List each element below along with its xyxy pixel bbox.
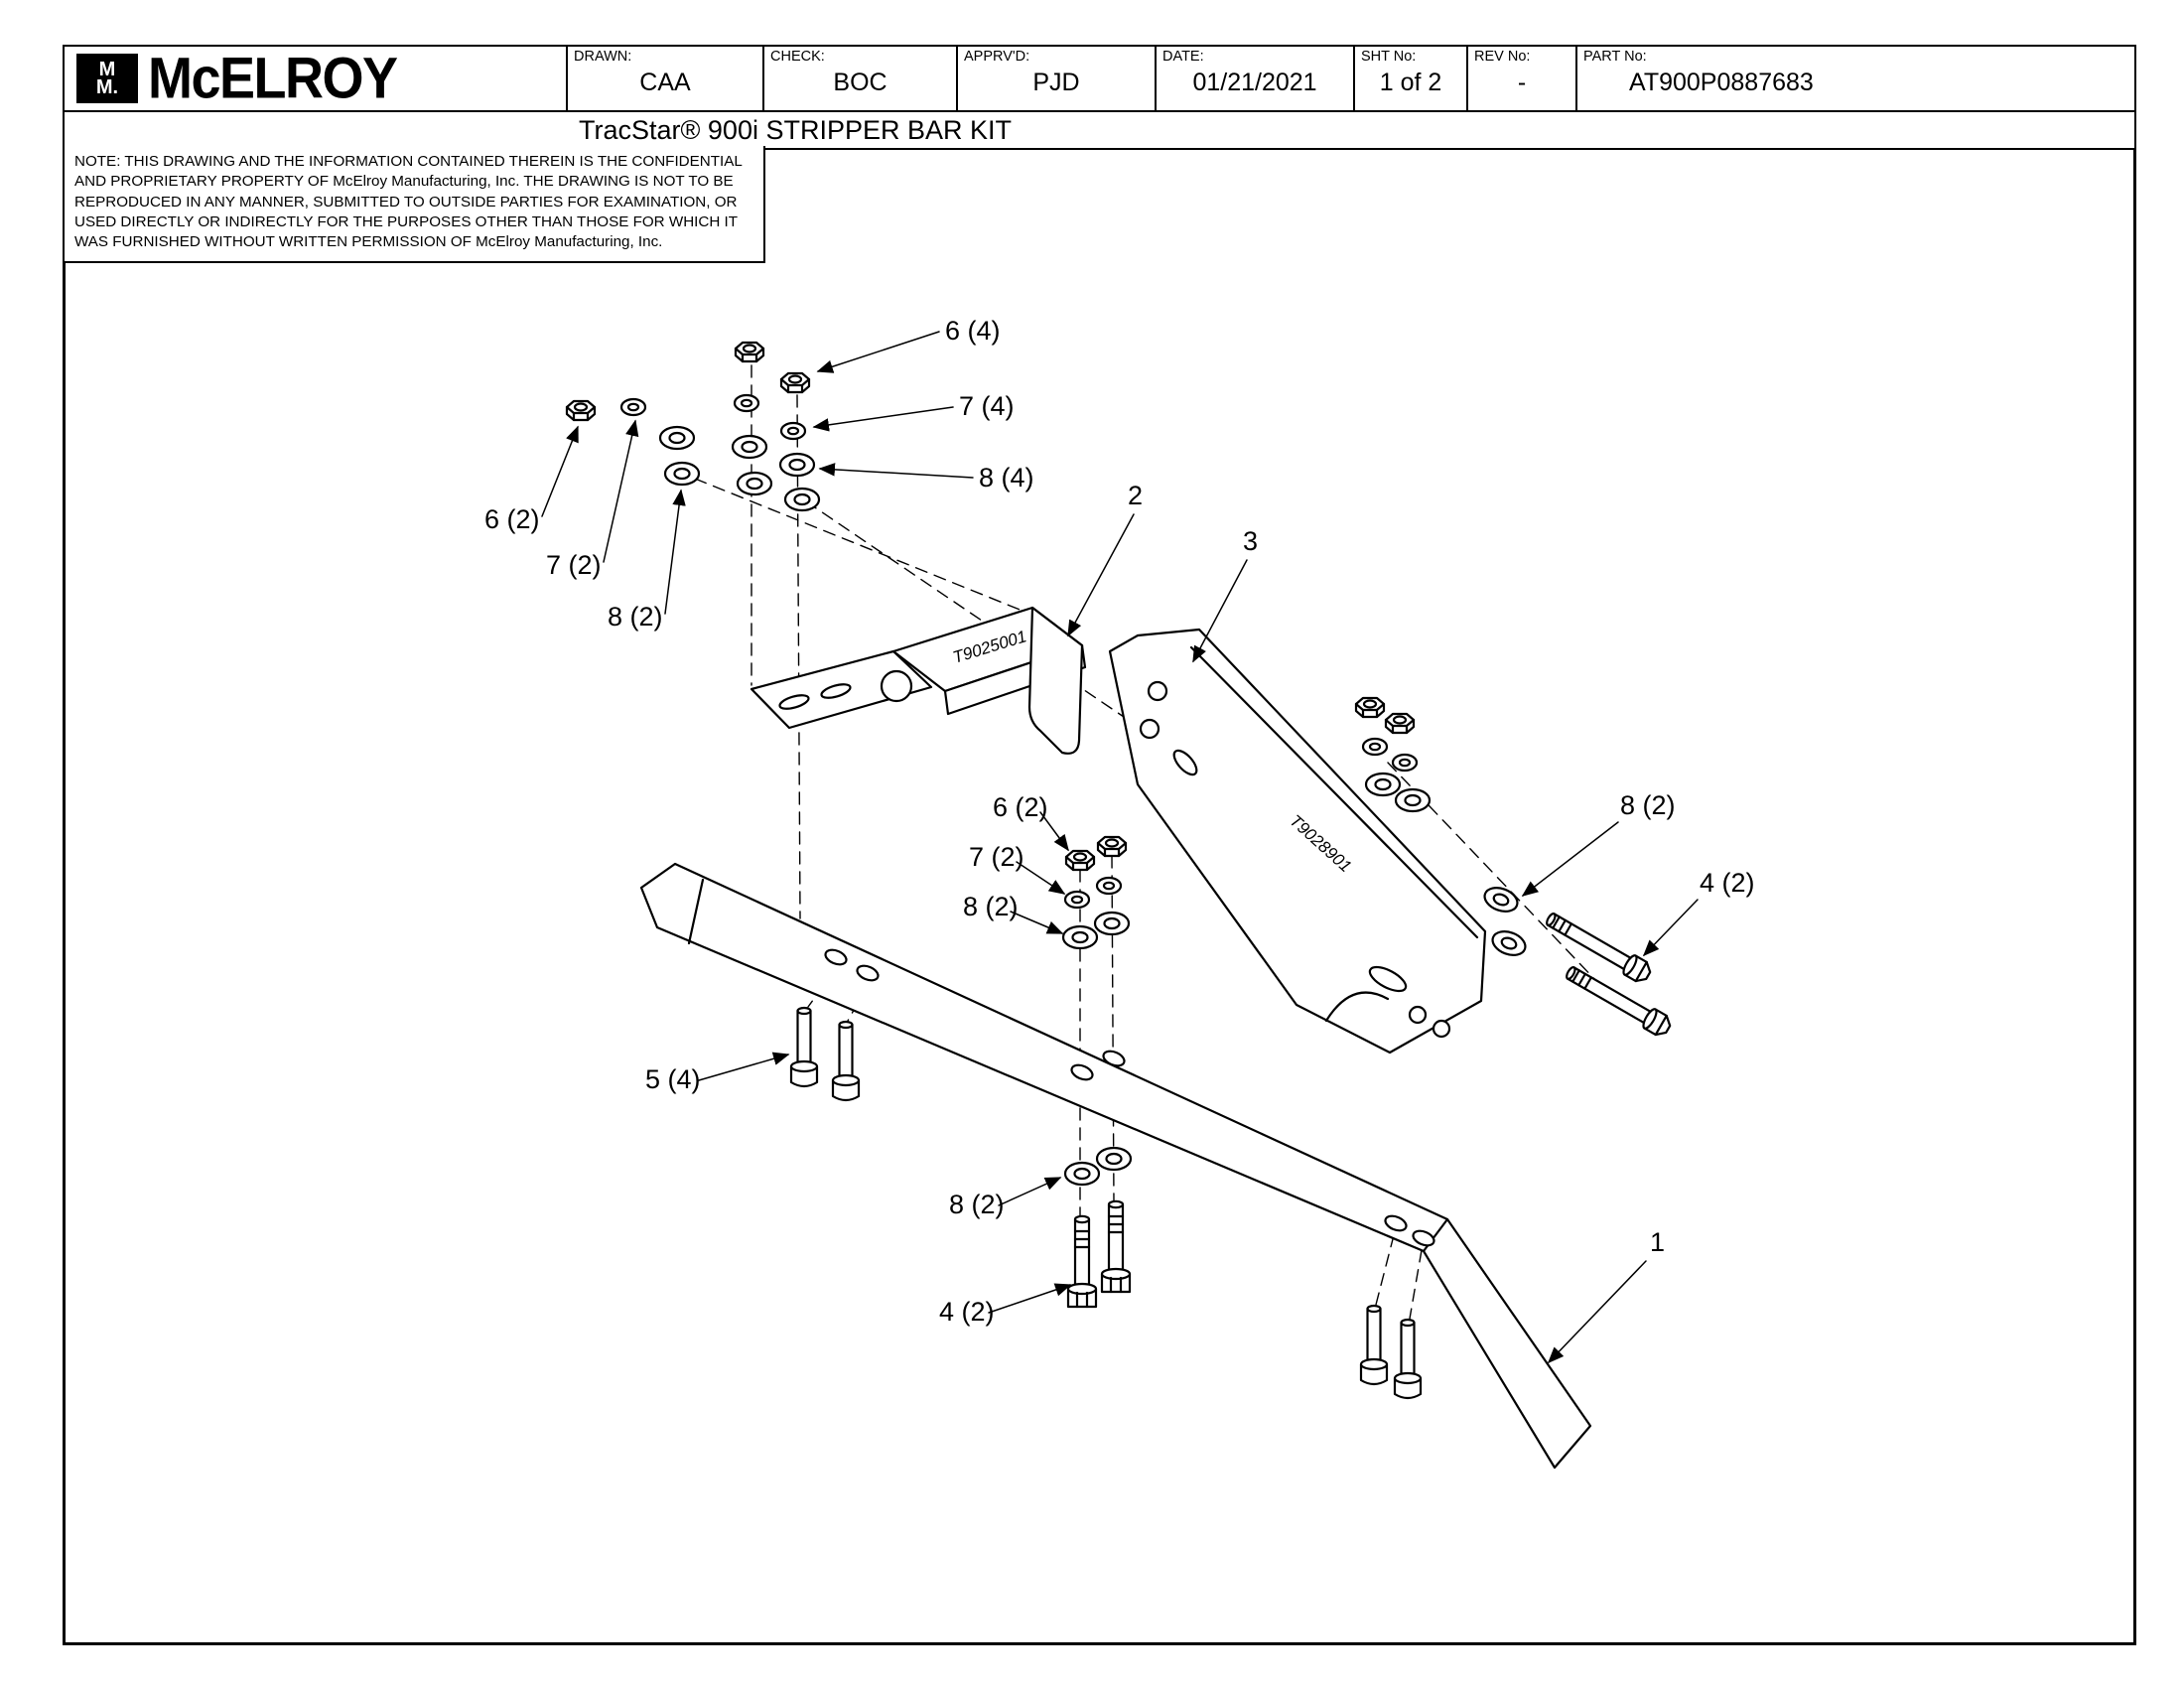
field-drawn-value: CAA [639,69,691,96]
callout-8-2-left: 8 (2) [608,602,663,632]
part-1-stripper-bar [639,862,1592,1470]
callout-6-4: 6 (4) [945,316,1001,346]
mcelroy-mm-icon: M M. [76,54,138,103]
field-rev-number: REV No: - [1466,47,1575,110]
callout-1: 1 [1650,1227,1665,1257]
field-date: DATE: 01/21/2021 [1155,47,1353,110]
mm-top: M [98,58,116,80]
callout-5-4: 5 (4) [645,1064,701,1094]
field-apprvd: APPRV'D: PJD [956,47,1155,110]
callout-6-2-mid: 6 (2) [993,792,1048,822]
callout-7-4: 7 (4) [959,391,1015,421]
callout-8-4: 8 (4) [979,463,1034,492]
field-apprvd-label: APPRV'D: [964,49,1030,65]
fastener-bolts-bottom-right [1359,1304,1423,1400]
mcelroy-logo: M M. McELROY [65,47,566,110]
proprietary-note: NOTE: THIS DRAWING AND THE INFORMATION C… [65,146,765,263]
callout-8-2-right: 8 (2) [1620,790,1676,820]
field-apprvd-value: PJD [1032,69,1080,96]
callout-4-2-right: 4 (2) [1700,868,1755,898]
field-sheet-number-value: 1 of 2 [1379,69,1442,96]
part-2-bracket [750,606,1087,755]
field-check: CHECK: BOC [762,47,956,110]
field-part-number-label: PART No: [1583,49,1647,65]
field-part-number: PART No: AT900P0887683 [1575,47,2134,110]
fastener-bolts-bottom-left [789,1006,861,1102]
field-sheet-number: SHT No: 1 of 2 [1353,47,1466,110]
field-date-label: DATE: [1162,49,1204,65]
fastener-stack-middle [1061,835,1131,950]
field-rev-number-label: REV No: [1474,49,1531,65]
field-check-label: CHECK: [770,49,825,65]
field-rev-number-value: - [1517,69,1527,96]
callout-2: 2 [1128,481,1143,510]
mm-bottom: M. [95,76,119,98]
drawing-title-row: TracStar® 900i STRIPPER BAR KIT [65,112,2134,150]
title-block-fields-row: M M. McELROY DRAWN: CAA CHECK: BOC APPRV… [65,47,2134,112]
fastener-stack-under-bar [1063,1146,1133,1309]
callout-6-2-left: 6 (2) [484,504,540,534]
field-check-value: BOC [833,69,887,96]
callout-8-2-low: 8 (2) [949,1190,1005,1219]
fastener-stack-top-left [565,397,701,487]
mcelroy-logo-text: McELROY [148,46,398,111]
field-drawn: DRAWN: CAA [566,47,762,110]
fastener-stack-top-middle [731,341,821,512]
part-3-plate [1108,628,1487,1055]
callout-7-2-left: 7 (2) [546,550,602,580]
callout-7-2-mid: 7 (2) [969,842,1024,872]
callout-3: 3 [1243,526,1258,556]
leader-lines [541,331,1699,1364]
title-block: M M. McELROY DRAWN: CAA CHECK: BOC APPRV… [65,47,2134,150]
drawing-title: TracStar® 900i STRIPPER BAR KIT [579,114,1013,145]
callout-labels: 6 (4) 7 (4) 8 (4) 6 (2) 7 (2) 8 (2) 2 3 … [484,316,1755,1327]
callout-8-2-mid: 8 (2) [963,892,1019,921]
field-part-number-value: AT900P0887683 [1629,69,1814,96]
field-drawn-label: DRAWN: [574,49,632,65]
field-date-value: 01/21/2021 [1192,69,1317,96]
field-sheet-number-label: SHT No: [1361,49,1417,65]
callout-4-2-low: 4 (2) [939,1297,995,1327]
construction-lines [694,364,1599,1320]
